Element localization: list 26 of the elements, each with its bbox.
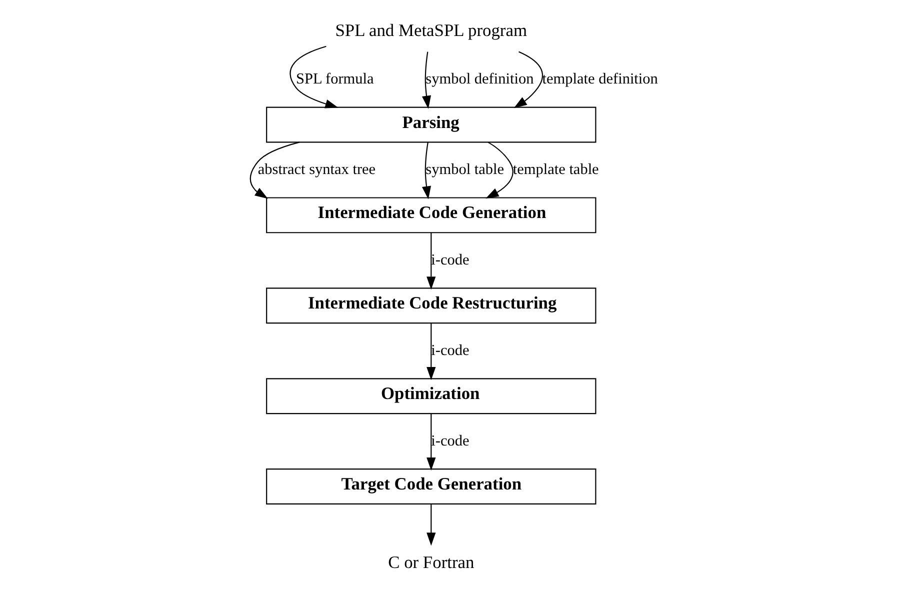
node-text: SPL and MetaSPL program <box>334 20 527 40</box>
edge-label: SPL formula <box>296 70 374 88</box>
arrow <box>289 46 338 108</box>
arrow <box>426 414 436 471</box>
arrow <box>421 142 431 200</box>
edge-label: symbol table <box>425 160 504 178</box>
node-box: Intermediate Code Generation <box>266 197 596 234</box>
arrow <box>426 232 436 290</box>
arrow <box>426 323 436 380</box>
node-box: Intermediate Code Restructuring <box>266 288 596 324</box>
node-box: Optimization <box>266 378 596 414</box>
arrow <box>426 504 436 546</box>
arrow <box>513 51 542 108</box>
arrow <box>421 52 431 109</box>
edge-label: i-code <box>430 432 469 450</box>
edge-label: i-code <box>430 342 469 359</box>
edge-label: template table <box>512 160 598 178</box>
edge-label: template definition <box>542 70 658 88</box>
arrow <box>485 142 513 198</box>
node-box: Parsing <box>266 106 596 143</box>
edge-label: symbol definition <box>425 70 534 88</box>
node-box: Target Code Generation <box>266 468 596 505</box>
edge-label: abstract syntax tree <box>257 160 376 178</box>
edge-label: i-code <box>430 251 469 268</box>
arrow <box>249 142 300 199</box>
node-text: C or Fortran <box>388 552 474 572</box>
